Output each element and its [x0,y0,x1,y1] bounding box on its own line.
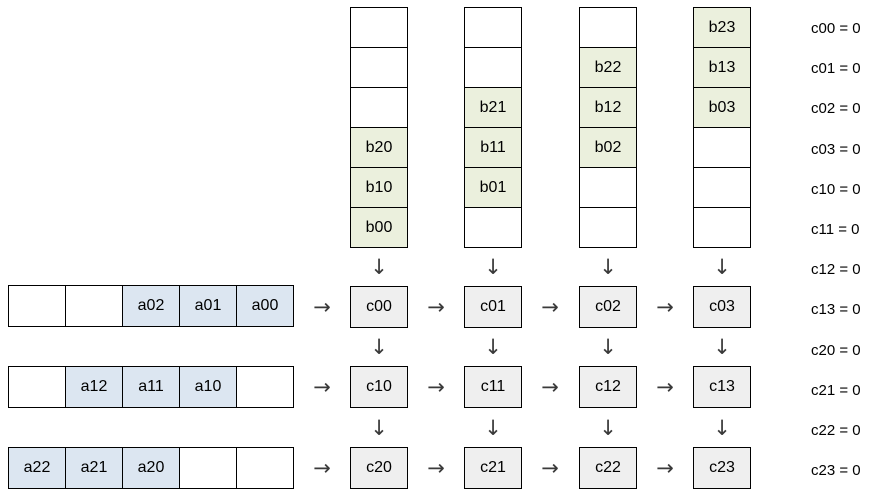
a-cell-a22: a22 [8,447,66,489]
down-arrow-icon: ↓ [713,415,731,440]
accumulator-label-0: c00 = 0 [811,19,861,37]
b-cell-empty [350,7,408,48]
b-cell-b22: b22 [579,47,637,88]
accumulator-label-9: c21 = 0 [811,381,861,399]
accumulator-label-11: c23 = 0 [811,461,861,479]
pe-cell-c01: c01 [464,286,522,328]
pe-cell-c00: c00 [350,286,408,328]
right-arrow-icon: → [656,455,674,480]
b-cell-empty [464,47,522,88]
pe-cell-c23: c23 [693,447,751,489]
b-cell-empty [464,7,522,48]
b-cell-b12: b12 [579,87,637,128]
pe-cell-c13: c13 [693,366,751,408]
accumulator-label-3: c03 = 0 [811,140,861,158]
b-cell-empty [579,7,637,48]
right-arrow-icon: → [313,294,331,319]
b-cell-empty [693,207,751,248]
b-cell-empty [464,207,522,248]
down-arrow-icon: ↓ [484,254,502,279]
b-cell-b21: b21 [464,87,522,128]
b-cell-empty [350,87,408,128]
pe-cell-c12: c12 [579,366,637,408]
a-cell-a12: a12 [65,366,123,408]
right-arrow-icon: → [656,294,674,319]
down-arrow-icon: ↓ [713,334,731,359]
accumulator-label-1: c01 = 0 [811,59,861,77]
b-cell-b03: b03 [693,87,751,128]
b-cell-b20: b20 [350,127,408,168]
accumulator-label-5: c11 = 0 [811,220,860,238]
pe-cell-c10: c10 [350,366,408,408]
right-arrow-icon: → [541,294,559,319]
accumulator-label-4: c10 = 0 [811,180,861,198]
a-cell-empty [8,285,66,327]
a-cell-empty [8,366,66,408]
accumulator-label-6: c12 = 0 [811,260,861,278]
right-arrow-icon: → [541,455,559,480]
accumulator-label-10: c22 = 0 [811,421,861,439]
right-arrow-icon: → [427,294,445,319]
right-arrow-icon: → [656,374,674,399]
b-cell-b10: b10 [350,167,408,208]
b-cell-empty [579,207,637,248]
a-cell-a10: a10 [179,366,237,408]
right-arrow-icon: → [541,374,559,399]
a-cell-a11: a11 [122,366,180,408]
b-cell-empty [693,127,751,168]
right-arrow-icon: → [427,455,445,480]
pe-cell-c21: c21 [464,447,522,489]
down-arrow-icon: ↓ [599,334,617,359]
down-arrow-icon: ↓ [484,415,502,440]
b-cell-empty [579,167,637,208]
down-arrow-icon: ↓ [370,254,388,279]
down-arrow-icon: ↓ [599,415,617,440]
a-cell-a00: a00 [236,285,294,327]
pe-cell-c11: c11 [464,366,522,408]
pe-cell-c22: c22 [579,447,637,489]
b-cell-b02: b02 [579,127,637,168]
right-arrow-icon: → [427,374,445,399]
a-cell-empty [236,447,294,489]
accumulator-label-2: c02 = 0 [811,99,861,117]
accumulator-label-7: c13 = 0 [811,300,861,318]
a-cell-empty [236,366,294,408]
a-cell-a01: a01 [179,285,237,327]
right-arrow-icon: → [313,374,331,399]
down-arrow-icon: ↓ [370,415,388,440]
right-arrow-icon: → [313,455,331,480]
down-arrow-icon: ↓ [484,334,502,359]
accumulator-label-8: c20 = 0 [811,341,861,359]
b-cell-b01: b01 [464,167,522,208]
b-cell-b23: b23 [693,7,751,48]
a-cell-empty [179,447,237,489]
a-cell-a02: a02 [122,285,180,327]
b-cell-b13: b13 [693,47,751,88]
b-cell-empty [693,167,751,208]
b-cell-empty [350,47,408,88]
pe-cell-c20: c20 [350,447,408,489]
a-cell-empty [65,285,123,327]
b-cell-b00: b00 [350,207,408,248]
a-cell-a21: a21 [65,447,123,489]
down-arrow-icon: ↓ [370,334,388,359]
down-arrow-icon: ↓ [713,254,731,279]
pe-cell-c03: c03 [693,286,751,328]
down-arrow-icon: ↓ [599,254,617,279]
b-cell-b11: b11 [464,127,522,168]
a-cell-a20: a20 [122,447,180,489]
pe-cell-c02: c02 [579,286,637,328]
